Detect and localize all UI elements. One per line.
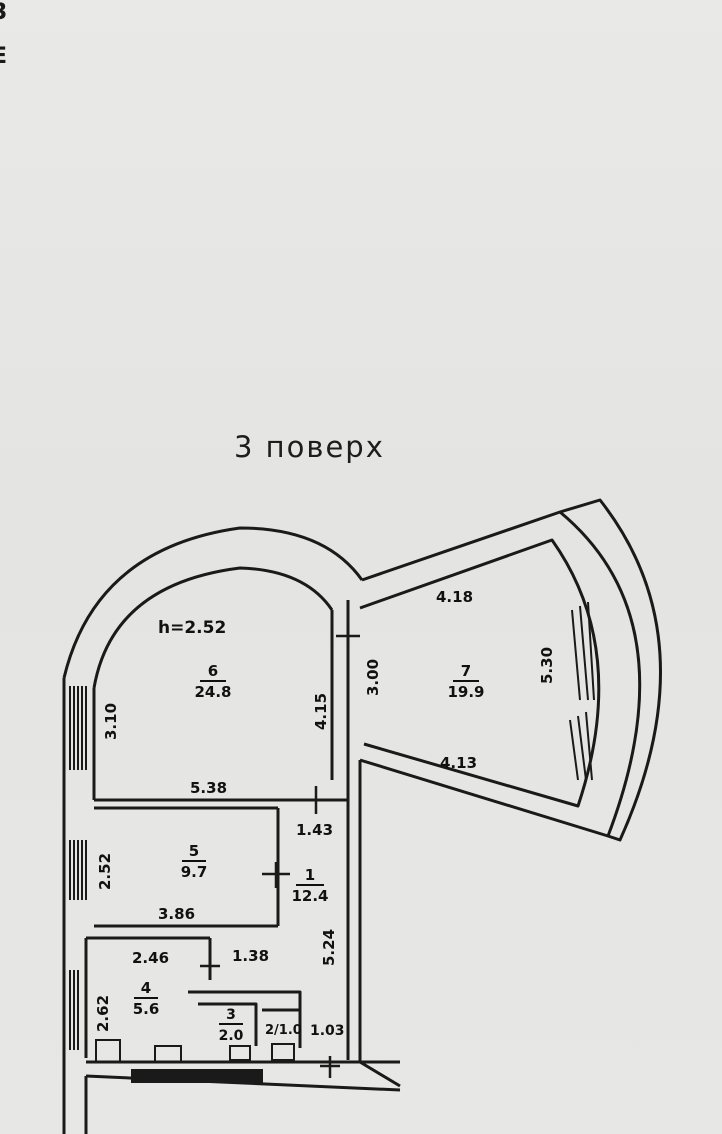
dim-2-62: 2.62 [94,995,112,1032]
room-4-area: 5.6 [133,1000,160,1018]
dim-1-43: 1.43 [296,821,333,839]
corner-mark-bottom: E [0,46,7,68]
dim-3-86: 3.86 [158,905,195,923]
outer-walls [62,498,662,1134]
stove-fixture [95,1039,121,1063]
sink-fixture [154,1045,182,1063]
room-2-label: 2/1.0 [265,1023,302,1038]
room-1-number: 1 [305,866,315,884]
fixtures [95,1039,295,1083]
room-4-number: 4 [141,979,151,997]
dim-4-15: 4.15 [312,693,330,730]
washbasin-fixture [271,1043,295,1061]
dim-3-10: 3.10 [102,703,120,740]
dim-1-38: 1.38 [232,947,269,965]
dim-3-00: 3.00 [364,659,382,696]
dim-5-38: 5.38 [190,779,227,797]
dim-5-30: 5.30 [538,647,556,684]
dim-2-52: 2.52 [96,853,114,890]
dim-5-24: 5.24 [320,929,338,966]
dimension-labels: 3.10 4.15 5.38 4.18 3.00 5.30 4.13 2.52 … [94,588,556,1039]
toilet-fixture [229,1045,251,1061]
dim-4-13: 4.13 [440,754,477,772]
dim-1-03: 1.03 [310,1023,345,1039]
room-6-number: 6 [208,662,218,680]
room-5-area: 9.7 [181,863,208,881]
room-3-number: 3 [226,1007,236,1023]
dim-4-18: 4.18 [436,588,473,606]
window-ticks [69,601,595,1050]
ceiling-height-label: h=2.52 [158,618,226,638]
corner-marks: 3 E [0,0,30,80]
room-7-number: 7 [461,662,471,680]
door-marks [200,624,360,1078]
room-labels: h=2.52 6 24.8 7 19.9 5 9.7 1 12.4 4 5.6 … [133,618,485,1044]
room-3-area: 2.0 [219,1028,244,1044]
room-5-number: 5 [189,842,199,860]
dim-2-46: 2.46 [132,949,169,967]
room-1-area: 12.4 [291,887,328,905]
corner-mark-top: 3 [0,2,7,24]
room-6-area: 24.8 [194,683,231,701]
floor-title: 3 поверх [234,430,385,464]
room-7-area: 19.9 [447,683,484,701]
bottom-wall-block [131,1069,263,1083]
